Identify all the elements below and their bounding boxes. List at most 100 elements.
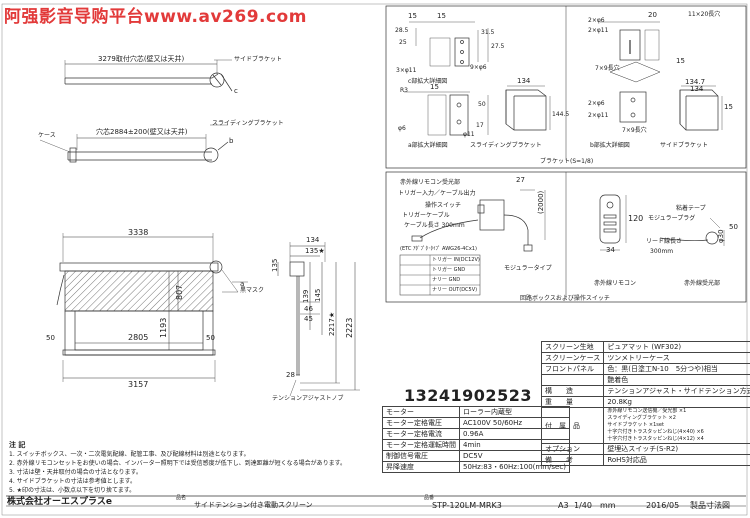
spec-key: スクリーン生地 [540,341,605,353]
dim-9x6: 9×φ6 [470,64,487,71]
dim-17: 17 [476,122,484,129]
spec-value: RoHS対応品 [603,454,750,466]
motor-key: モーター定格運転時間 [382,439,460,451]
spec-value: ピュアマット (WF302) [603,341,750,353]
spec-key: 重 量 [540,396,605,408]
spec-value: テンションアジャスト・サイドテンション方式 [603,385,750,397]
label-case: ケース [38,132,56,139]
label-side-bracket: サイドブラケット [234,56,283,63]
dim-phi6: φ6 [398,125,406,132]
dim-15d: 15 [430,83,439,91]
company-name: 株式会社オーエスプラスe [7,497,112,507]
label-ir-receiver-part: 赤外線受光部 [684,280,721,287]
note-line: 3. 寸法は壁・天井取付の場合の寸法となります。 [9,469,142,476]
dim-phi30: φ30 [717,229,725,243]
dim-2000: (2000) [537,190,545,214]
product-label: 品名 [176,495,187,501]
dim-screen-2805: 2805 [128,333,149,342]
spec-row: 付 属 品赤外線リモコン送信機／受光部 ×1 スライディングブラケット ×2 サ… [540,407,750,444]
dim-34: 34 [606,246,615,254]
side-view [277,242,360,397]
motor-value: ローラー内蔵型 [459,406,570,418]
label-trigger-cable: トリガーケーブル [402,212,450,219]
callout-a: a [240,280,245,288]
dim-27-5: 27.5 [491,43,505,50]
dim-2x11b: 2×φ11 [588,112,609,119]
dim-2217: 2217★ [328,311,336,336]
motor-key: 制御信号電圧 [382,450,460,462]
motor-value: DC5V [459,450,570,462]
watermark: 阿强影音导购平台www.av269.com [4,7,307,27]
dim-outer-3157: 3157 [128,380,149,389]
motor-row: モーターローラー内蔵型 [382,406,570,418]
table-frame-lines [6,495,746,507]
label-lead-mm: 300mm [650,248,674,255]
dim-3x11: 3×φ11 [396,67,417,74]
phone-number: 13241902523 [404,386,532,405]
dim-15e: 15 [724,103,733,111]
top-view [39,59,233,163]
spec-value: 壁埋込スイッチ(S-R2) [603,443,750,455]
dim-134b: 134 [690,85,704,93]
notes-title: 注 記 [9,441,26,449]
dim-28-5: 28.5 [395,27,409,34]
spec-key: スクリーンケース [540,352,605,364]
note-line: 2. 赤外線リモコンセットをお使いの場合、インバーター照明下では受信感度が低下し… [9,460,347,467]
spec-table: スクリーン生地ピュアマット (WF302)スクリーンケースツンメトリーケースフロ… [540,341,750,466]
dim-120: 120 [628,214,644,223]
wiring-row: トリガー IN(DC12V) [432,257,480,263]
dim-15c: 15 [676,57,685,65]
dim-144-5: 144.5 [552,111,570,118]
label-modular-type: モジュラータイプ [504,265,552,272]
dim-50-bracket: 50 [478,101,486,108]
sheet-border [1,3,748,516]
label-ir-remote: 赤外線リモコン [594,280,637,287]
motor-key: モーター定格電流 [382,428,460,440]
bracket-box-title: ブラケット(S=1/8) [540,158,594,165]
wiring-row: トリガー GND [432,267,466,273]
motor-value: 50Hz:83・60Hz:100(mm/sec) [459,461,570,473]
dim-20: 20 [648,11,657,19]
spec-row: 艶着色 [540,374,750,386]
dim-2x11a: 2×φ11 [588,27,609,34]
dim-mount-holes: 3279取付穴芯(壁又は天井) [98,55,185,63]
dim-135: 135 [271,258,279,272]
dim-25: 25 [399,39,407,46]
scale: 1/40 [574,501,592,510]
motor-key: 昇降速度 [382,461,460,473]
circuit-box-frame [385,171,747,303]
label-lead-length: リード線長さ [646,238,683,245]
spec-value: 赤外線リモコン送信機／受光部 ×1 スライディングブラケット ×2 サイドブラケ… [603,407,750,444]
dim-7x9a: 7×9長穴 [595,65,620,72]
label-adhesive-tape: 粘着テープ [676,205,706,212]
dim-phi11: φ11 [463,131,475,138]
label-c-detail: c部拡大詳細図 [408,78,448,85]
spec-key: 構 造 [540,385,605,397]
spec-key: フロントパネル [540,363,605,375]
label-a-detail: a部拡大詳細図 [408,142,448,149]
label-black-mask: 黒マスク [240,287,265,294]
note-line: 1. スイッチボックス、一次・二次電気配線、配管工事、及び配線材料は別途となりま… [9,451,250,458]
model-label: 品番 [424,495,435,501]
dim-46: 46 [304,305,313,313]
wiring-row: ナリー OUT(DC5V) [432,287,478,293]
product-name: サイドテンション付き電動スクリーン [194,501,313,509]
dim-2x6a: 2×φ6 [588,17,605,24]
dim-2223: 2223 [345,317,354,338]
label-ir-receiver: 赤外線リモコン受光部 [400,179,461,186]
label-b-detail: b部拡大詳細図 [590,142,630,149]
circuit-box-title: 回路ボックスおよび操作スイッチ [520,295,610,302]
spec-row: スクリーンケースツンメトリーケース [540,352,750,364]
dim-45: 45 [304,315,313,323]
unit: mm [600,501,616,510]
spec-row: スクリーン生地ピュアマット (WF302) [540,341,750,353]
dim-r3: R3 [400,87,408,94]
spec-value: ツンメトリーケース [603,352,750,364]
paper-size: A3 [558,501,569,510]
dim-135-star: 135★ [305,247,325,255]
label-etc-note: (ETC ｱﾀﾞﾌﾟﾀ･ﾀｲﾌﾟ AWG26-4Cx1) [400,246,477,252]
